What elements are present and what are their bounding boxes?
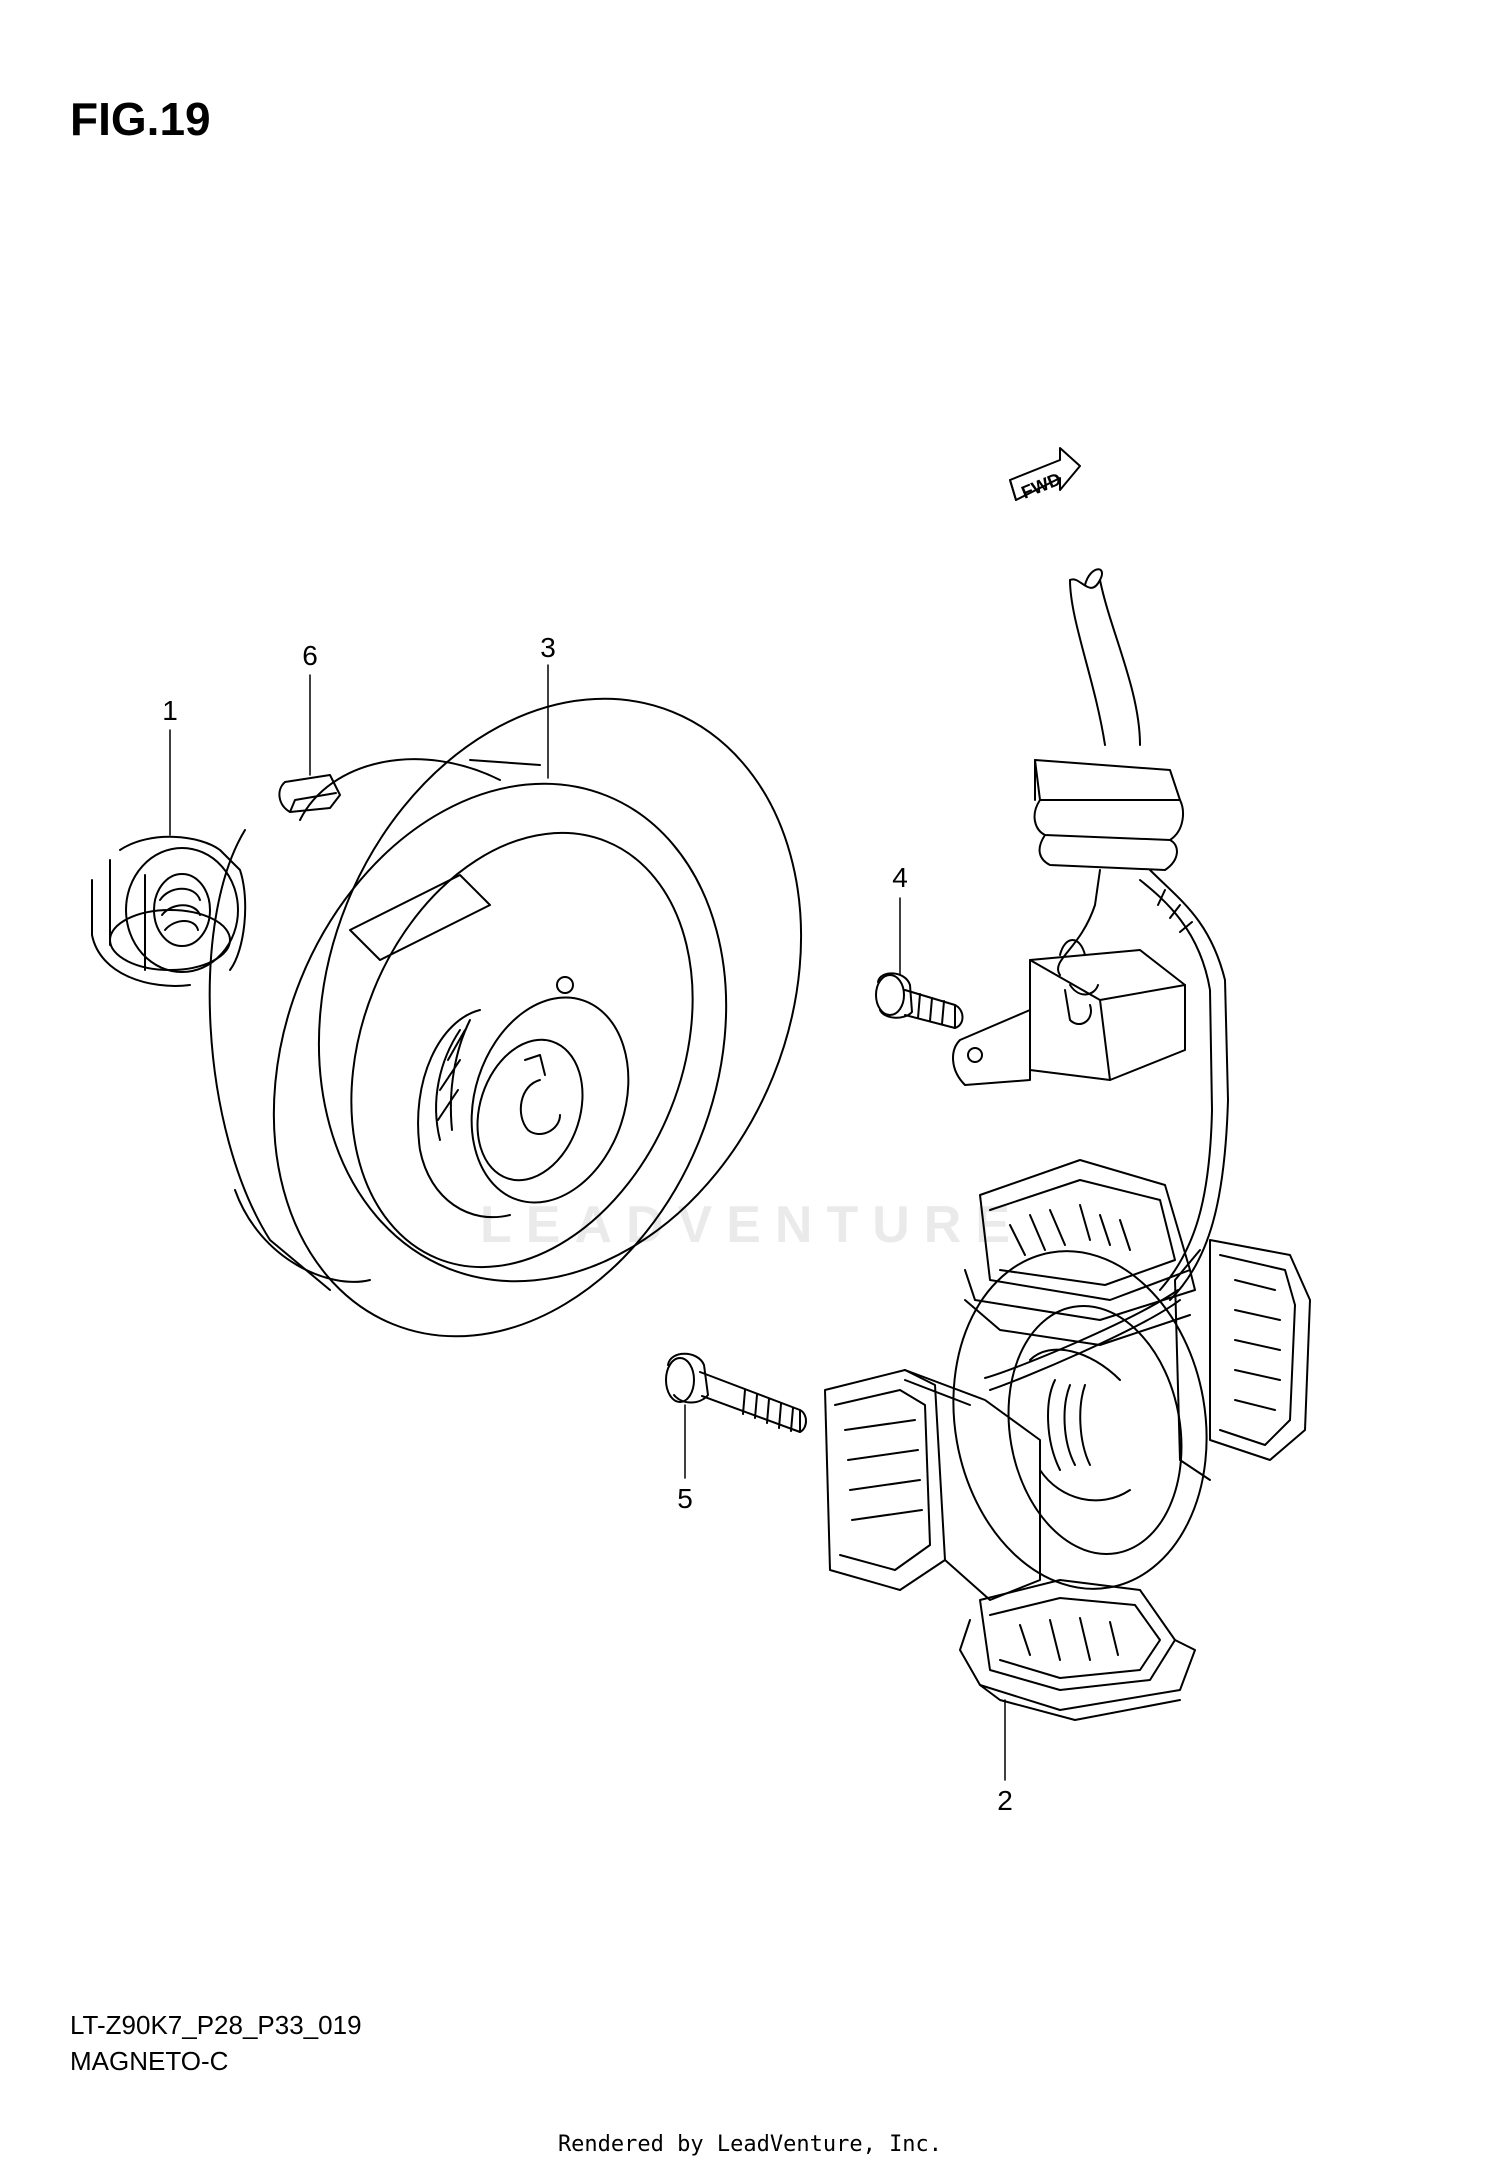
callout-6: 6 [302, 640, 318, 671]
callout-4: 4 [892, 862, 908, 893]
pickup-coil-part [953, 940, 1185, 1085]
wire-harness-part [1035, 569, 1228, 1300]
callout-5: 5 [677, 1483, 693, 1514]
stator-part [825, 1160, 1310, 1720]
figure-title: FIG.19 [70, 93, 211, 145]
callout-3: 3 [540, 632, 556, 663]
figure-code: LT-Z90K7_P28_P33_019 [70, 2010, 362, 2040]
nut-part [92, 837, 245, 986]
callout-2: 2 [997, 1785, 1013, 1816]
watermark-text: LEADVENTURE [480, 1196, 1025, 1254]
rendered-by-credit: Rendered by LeadVenture, Inc. [557, 2132, 943, 2157]
rotor-part [194, 626, 886, 1405]
bolt-part [666, 1354, 806, 1432]
screw-part [876, 973, 963, 1028]
leader-lines [170, 665, 1005, 1780]
key-part [279, 775, 340, 812]
callout-1: 1 [162, 695, 178, 726]
fwd-arrow-icon: FWD [1010, 448, 1080, 503]
figure-name: MAGNETO-C [70, 2046, 229, 2076]
